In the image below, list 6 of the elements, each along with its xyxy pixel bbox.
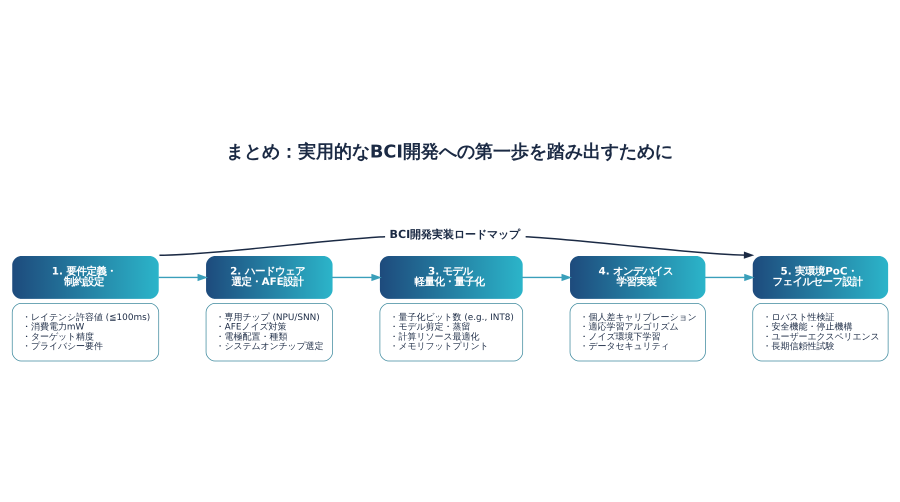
arrow bbox=[332, 274, 382, 282]
diagram-title: まとめ：実用的なBCI開発への第一歩を踏み出すために bbox=[226, 142, 674, 162]
arrow bbox=[522, 274, 572, 282]
arrow bbox=[158, 274, 208, 282]
arrow bbox=[705, 274, 755, 282]
edge-label: BCI開発実装ロードマップ bbox=[390, 228, 520, 241]
